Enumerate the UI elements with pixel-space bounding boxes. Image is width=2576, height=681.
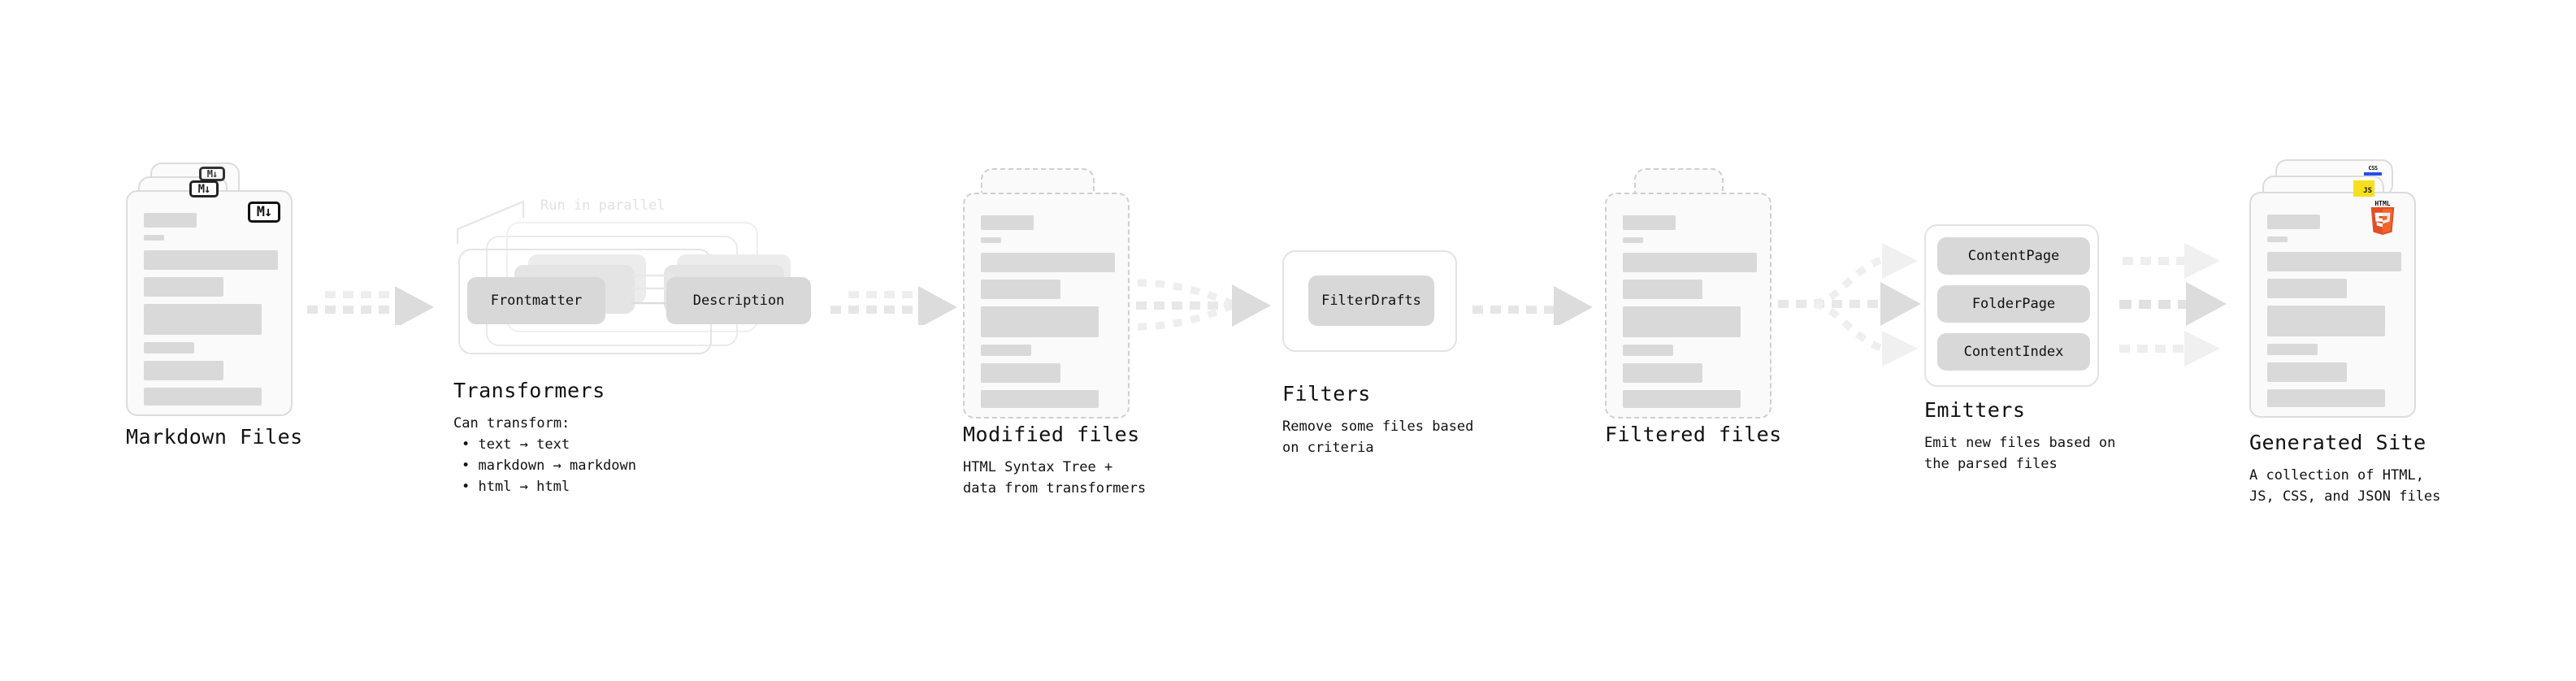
content-bar <box>981 363 1060 383</box>
content-bar <box>144 304 262 335</box>
generated-site-caption: A collection of HTML, JS, CSS, and JSON … <box>2249 467 2441 505</box>
content-bar <box>144 388 262 406</box>
connector-transformers-to-modified <box>830 286 957 325</box>
content-bar <box>144 342 194 354</box>
modified-file-card <box>963 193 1130 419</box>
content-bar <box>981 237 1001 243</box>
transformer-chip-description[interactable]: Description <box>666 277 811 324</box>
emitters-caption: Emit new files based on the parsed files <box>1924 435 2116 472</box>
content-bar <box>2267 279 2347 298</box>
emitters-title: Emitters <box>1924 398 2026 422</box>
parallel-brace-icon <box>456 200 525 244</box>
doc-content-bars <box>144 213 278 413</box>
transformers-caption-item-0: • text → text <box>462 436 570 453</box>
transformers-title: Transformers <box>453 379 605 402</box>
generated-site-title: Generated Site <box>2249 431 2426 454</box>
modified-files-title: Modified files <box>963 423 1140 446</box>
markdown-file-card <box>126 190 293 416</box>
content-bar <box>1623 280 1702 299</box>
filtered-file-card <box>1605 193 1772 419</box>
html5-shield <box>2370 207 2395 235</box>
filter-chip-filterdrafts[interactable]: FilterDrafts <box>1308 275 1434 326</box>
doc-content-bars <box>1623 215 1757 415</box>
content-bar <box>144 361 223 380</box>
content-bar <box>2267 344 2318 355</box>
content-bar <box>981 306 1099 337</box>
connector-filtered-to-emitters <box>1778 243 1921 367</box>
markdown-files-title: Markdown Files <box>126 425 303 449</box>
content-bar <box>144 250 278 270</box>
filters-box: FilterDrafts <box>1282 250 1457 352</box>
content-bar <box>981 215 1034 230</box>
run-in-parallel-label: Run in parallel <box>540 197 666 214</box>
emitter-chip-contentindex[interactable]: ContentIndex <box>1937 333 2090 371</box>
filtered-files-title: Filtered files <box>1605 423 1782 446</box>
content-bar <box>981 253 1115 272</box>
connector-filters-to-filtered <box>1472 286 1593 325</box>
content-bar <box>1623 253 1757 272</box>
content-bar <box>981 280 1060 299</box>
content-bar <box>2267 215 2320 229</box>
connector-emitters-to-generated <box>2119 243 2227 367</box>
content-bar <box>2267 252 2401 271</box>
content-bar <box>144 277 223 297</box>
connector-modified-to-filters <box>1136 279 1271 331</box>
filters-title: Filters <box>1282 382 1371 406</box>
content-bar <box>2267 236 2288 242</box>
html5-wordmark: HTML <box>2374 200 2391 207</box>
content-bar <box>1623 345 1673 356</box>
content-bar <box>1623 363 1702 383</box>
emitters-box: ContentPage FolderPage ContentIndex <box>1924 224 2099 387</box>
content-bar <box>2267 389 2385 407</box>
content-bar <box>1623 215 1676 230</box>
content-bar <box>981 345 1031 356</box>
markdown-icon: M↓ <box>248 202 280 223</box>
content-bar <box>1623 306 1741 337</box>
filters-caption: Remove some files based on criteria <box>1282 419 1474 456</box>
transformers-caption-head: Can transform: <box>453 415 570 432</box>
content-bar <box>1623 237 1643 243</box>
doc-content-bars <box>981 215 1115 415</box>
css-icon: CSS <box>2364 165 2382 176</box>
connector-markdown-to-transformers <box>307 286 434 325</box>
transformer-chip-frontmatter[interactable]: Frontmatter <box>467 277 605 324</box>
transformers-caption-item-2: • html → html <box>462 479 570 495</box>
html5-icon: HTML <box>2369 200 2396 235</box>
js-icon: JS <box>2353 180 2374 197</box>
emitter-chip-folderpage[interactable]: FolderPage <box>1937 285 2090 323</box>
markdown-icon-mid: M↓ <box>189 180 219 197</box>
content-bar <box>2267 362 2347 382</box>
markdown-icon-back: M↓ <box>199 167 225 181</box>
emitter-chip-contentpage[interactable]: ContentPage <box>1937 237 2090 275</box>
content-bar <box>2267 306 2385 336</box>
generated-site-card <box>2249 192 2416 418</box>
transformers-caption-item-1: • markdown → markdown <box>462 458 636 474</box>
content-bar <box>144 213 197 228</box>
content-bar <box>1623 390 1741 408</box>
doc-content-bars <box>2267 215 2401 414</box>
content-bar <box>981 390 1099 408</box>
modified-files-caption: HTML Syntax Tree + data from transformer… <box>963 459 1147 497</box>
content-bar <box>144 235 164 241</box>
